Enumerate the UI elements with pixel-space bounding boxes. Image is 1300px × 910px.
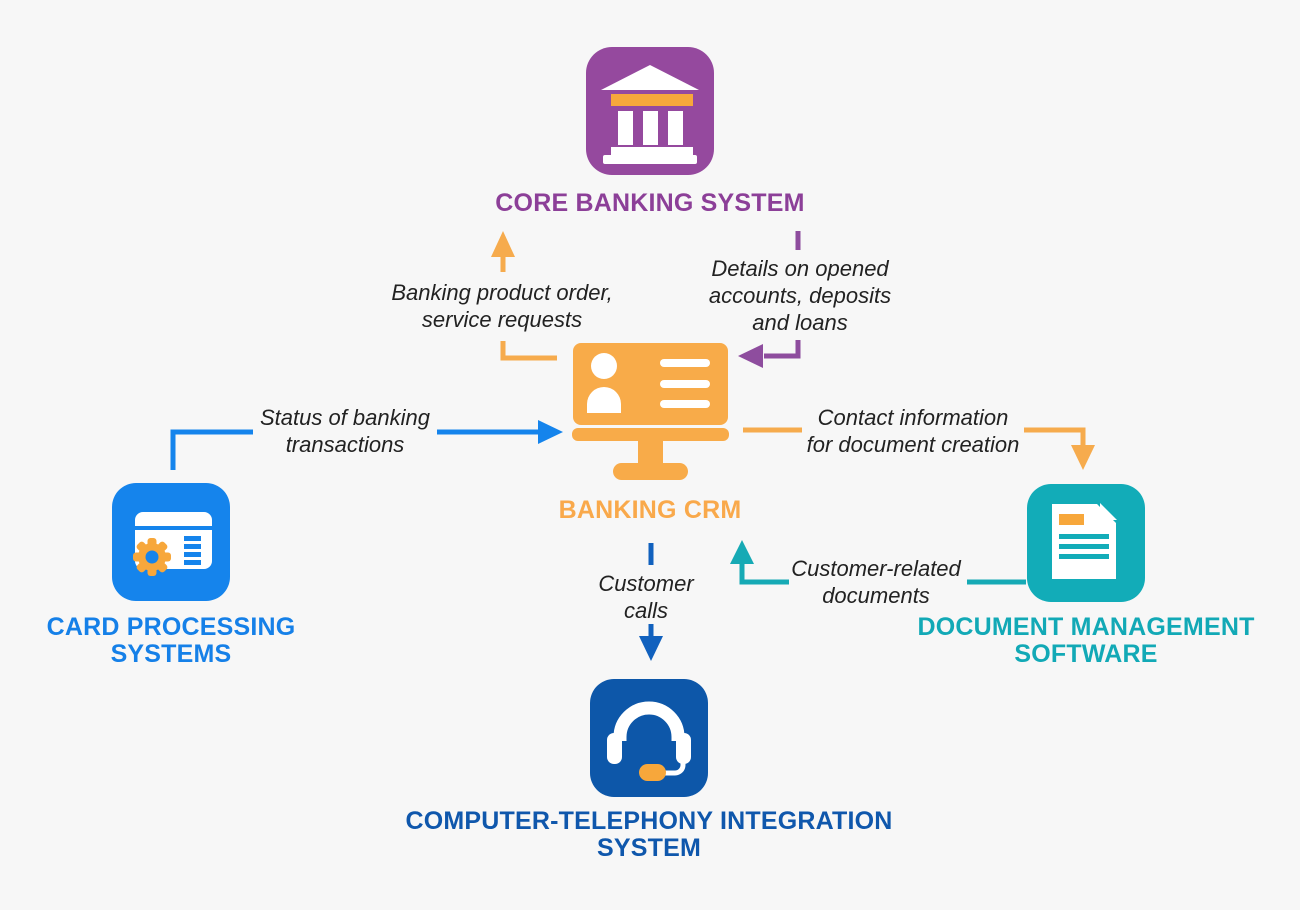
edge-label-line: Customer-related [791,556,961,581]
edge-label-line: calls [623,598,668,623]
node-label-line: COMPUTER-TELEPHONY INTEGRATION [405,807,893,835]
edge-core-to-crm-line-end [764,340,801,359]
edge-dms-to-crm-line-end [739,563,789,585]
node-label-line: SYSTEMS [110,640,232,668]
node-label-line: CARD PROCESSING [46,613,296,641]
bank-icon [586,47,714,175]
node-label-computer-telephony-integration-system: COMPUTER-TELEPHONY INTEGRATION SYSTEM [379,808,919,862]
edge-crm-to-dms-line-end [1024,427,1086,446]
edge-label-line: for document creation [806,432,1020,457]
edge-label-customer-calls: Customer calls [591,570,701,624]
edge-label-customer-related-documents: Customer-related documents [786,555,966,609]
card-processing-icon [112,483,230,601]
node-label-line: SOFTWARE [1014,640,1158,668]
gear-icon [133,538,171,576]
edge-label-line: Details on opened [711,256,889,281]
edge-label-line: transactions [285,432,405,457]
edge-label-line: documents [822,583,930,608]
edge-label-line: Banking product order, [391,280,613,305]
edge-card-to-crm-line-start [170,429,253,470]
document-icon [1027,484,1145,602]
edge-label-contact-information: Contact information for document creatio… [803,404,1023,458]
headset-icon [590,679,708,797]
edge-label-status-of-banking-transactions: Status of banking transactions [255,404,435,458]
edge-crm-to-cti-arrowhead [639,636,663,661]
edge-core-to-crm-arrowhead [738,344,763,368]
node-label-banking-crm: BANKING CRM [558,496,742,524]
edge-label-line: Contact information [817,405,1009,430]
node-label-document-management-software: DOCUMENT MANAGEMENT SOFTWARE [911,614,1261,668]
edge-crm-to-core-line-start [500,341,557,361]
edge-label-line: service requests [421,307,583,332]
edge-label-line: Customer [598,571,694,596]
node-label-line: SYSTEM [597,834,701,862]
edge-crm-to-dms-arrowhead [1071,445,1095,470]
edge-label-line: and loans [752,310,848,335]
edge-dms-to-crm-arrowhead [730,540,754,564]
edge-label-details-on-opened-accounts: Details on opened accounts, deposits and… [705,255,895,336]
edge-label-banking-product-order: Banking product order, service requests [387,279,617,333]
node-label-line: DOCUMENT MANAGEMENT [917,613,1255,641]
edge-card-to-crm-arrowhead [538,420,563,444]
crm-monitor-icon [572,343,729,480]
node-label-core-banking-system: CORE BANKING SYSTEM [495,189,805,217]
edge-label-line: Status of banking [259,405,430,430]
edge-crm-to-core-arrowhead [491,231,515,257]
edge-label-line: accounts, deposits [708,283,892,308]
node-label-card-processing-systems: CARD PROCESSING SYSTEMS [21,614,321,668]
